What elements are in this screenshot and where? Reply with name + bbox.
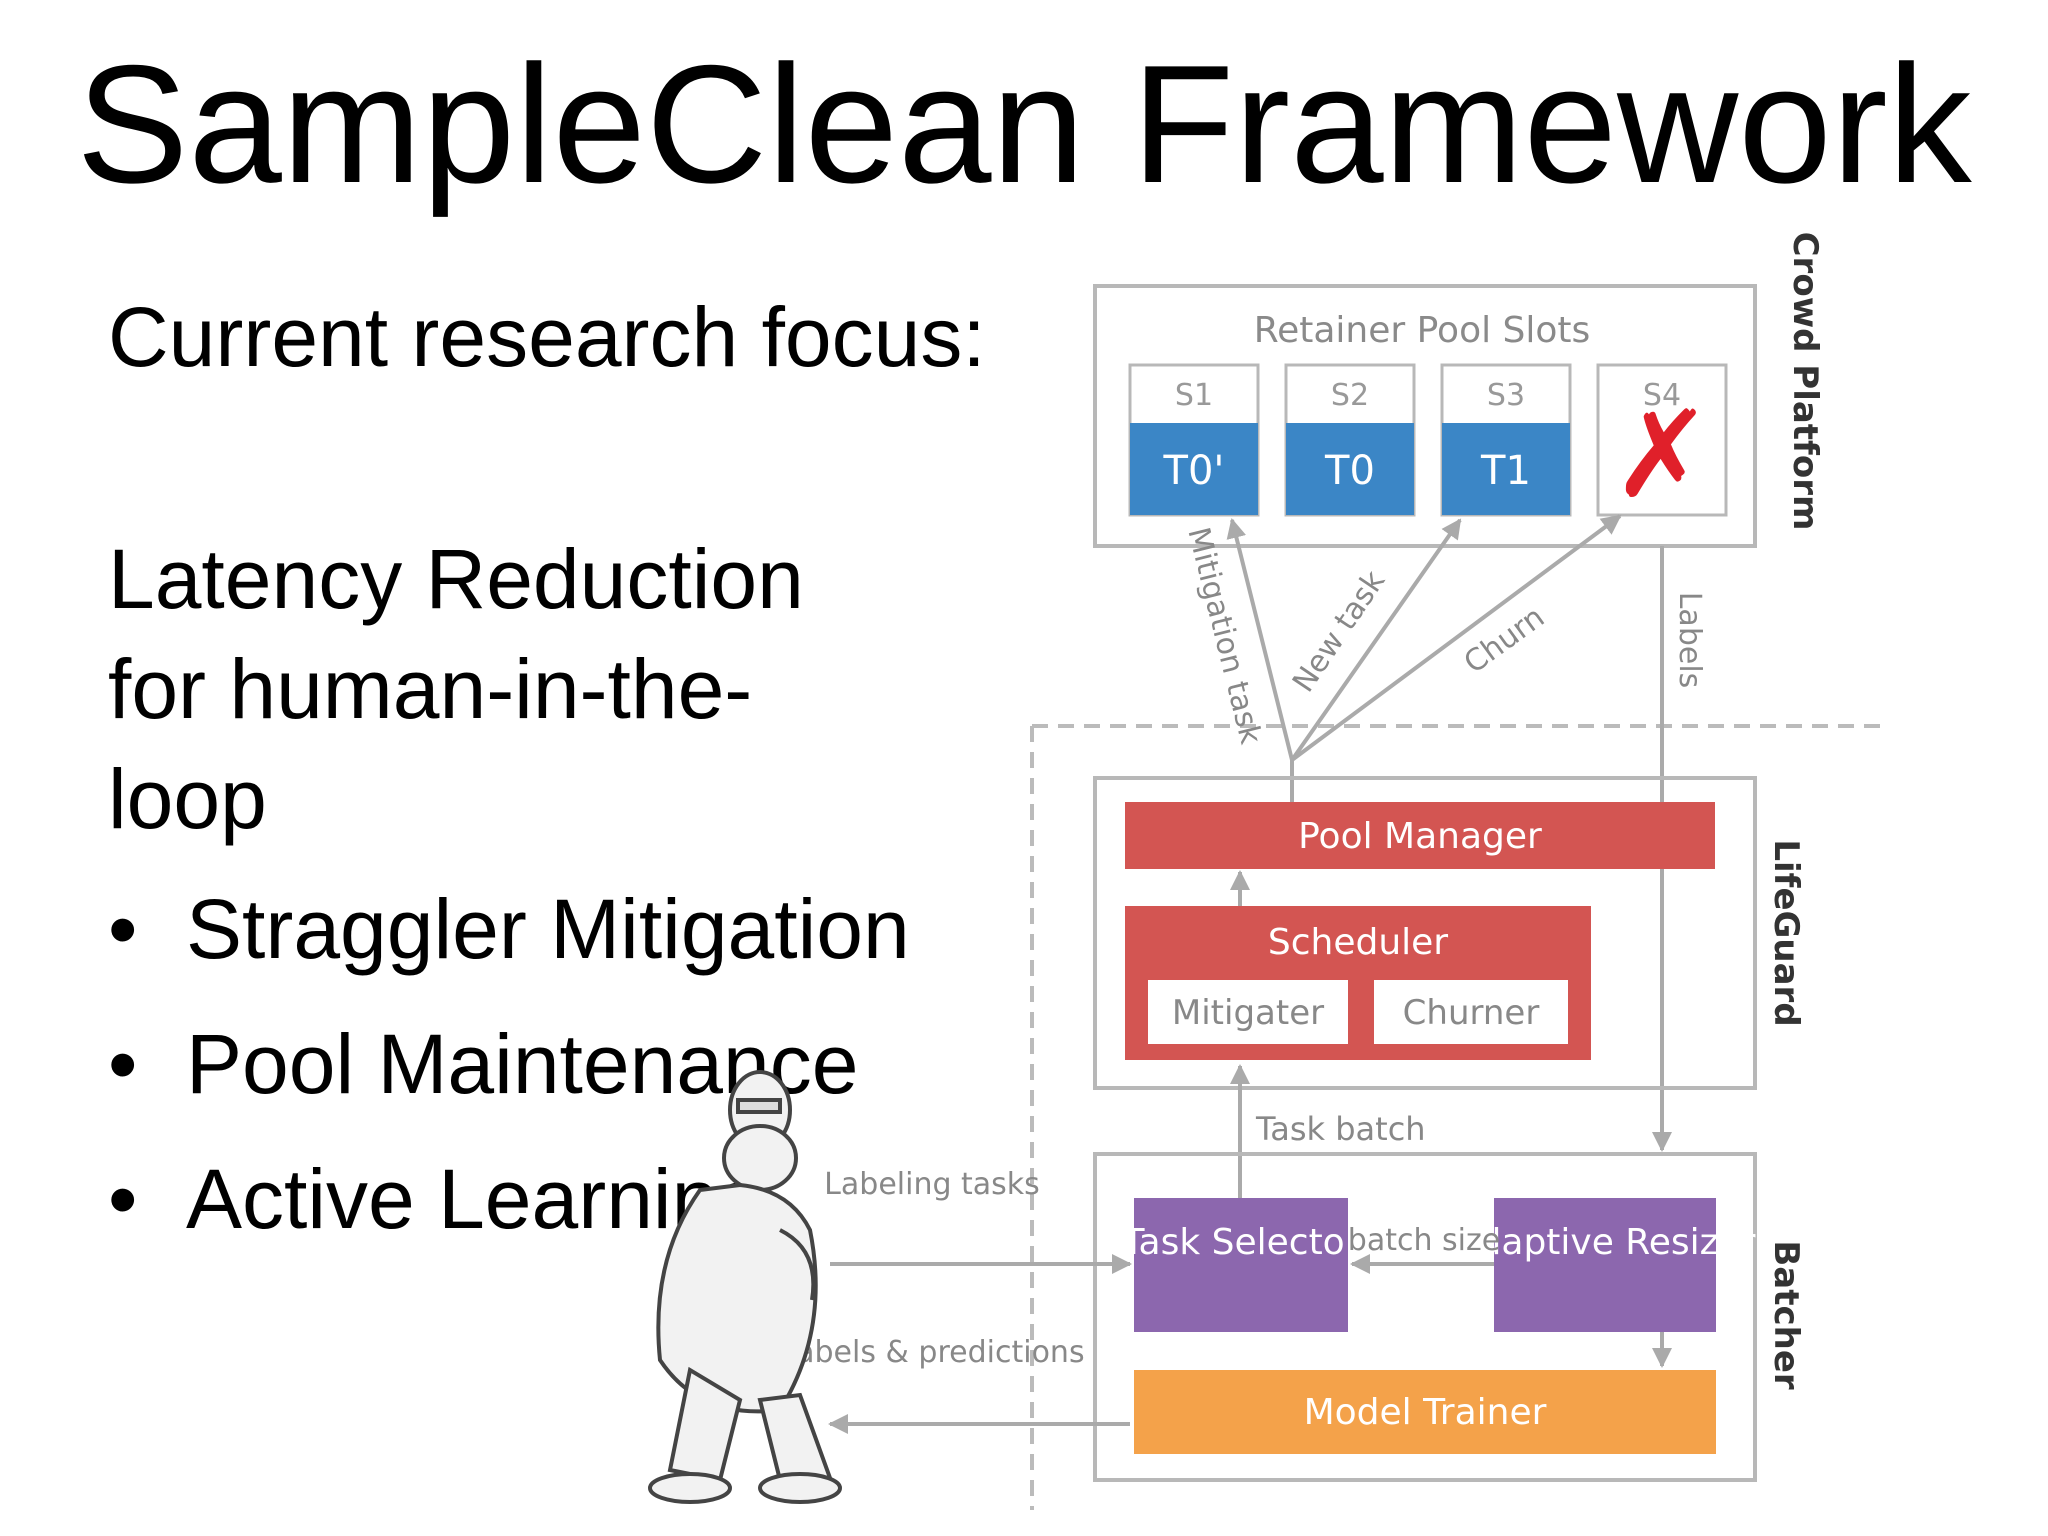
labels-predictions-label: Labels & predictions <box>779 1335 1084 1370</box>
slot-task: T1 <box>1480 448 1531 494</box>
lifeguard-label: LifeGuard <box>1766 839 1806 1026</box>
bullet-text: Active Learning <box>186 1152 766 1246</box>
batch-size-label: batch size <box>1348 1223 1500 1258</box>
model-trainer-label: Model Trainer <box>1304 1392 1547 1433</box>
slot-name: S2 <box>1331 378 1369 413</box>
bullet-item: • Active Learning <box>108 1144 910 1254</box>
slot-name: S4 <box>1643 378 1681 413</box>
bullet-text: Straggler Mitigation <box>186 882 910 976</box>
scheduler-label: Scheduler <box>1268 922 1448 963</box>
bullet-dot: • <box>108 882 138 976</box>
pool-manager-label: Pool Manager <box>1298 816 1542 857</box>
new-task-arrow <box>1290 518 1462 762</box>
new-task-label: New task <box>1286 564 1393 699</box>
batcher-label: Batcher <box>1766 1240 1806 1390</box>
slot-name: S1 <box>1175 378 1213 413</box>
slot-task: T0 <box>1324 448 1375 494</box>
bullet-list: •Straggler Mitigation •Pool Maintenance … <box>108 874 910 1279</box>
pool-manager-box <box>1125 802 1715 869</box>
task-batch-label: Task batch <box>1255 1110 1426 1148</box>
churn-arrow <box>1290 514 1622 762</box>
intro-text: Current research focus: <box>108 290 986 384</box>
batcher-frame <box>1093 1152 1757 1482</box>
crowd-platform-label: Crowd Platform <box>1785 232 1825 531</box>
mitigation-label: Mitigation task <box>1180 524 1268 748</box>
mitigation-arrow <box>1226 518 1294 761</box>
adaptive-resizer-label: Adaptive Resizer <box>1455 1222 1756 1263</box>
labels-label: Labels <box>1672 592 1707 689</box>
bullet-dot: • <box>108 1017 138 1111</box>
mitigater-label: Mitigater <box>1172 993 1324 1033</box>
churner-label: Churner <box>1403 993 1540 1033</box>
model-trainer-box <box>1134 1370 1716 1454</box>
adaptive-resizer-box <box>1494 1198 1716 1332</box>
slot-s2: S2 T0 <box>1284 363 1416 517</box>
slot-name: S3 <box>1487 378 1525 413</box>
task-selector-box <box>1134 1198 1348 1332</box>
slide-title: SampleClean Framework <box>76 30 1972 218</box>
labeling-tasks-label: Labeling tasks <box>824 1167 1040 1202</box>
bullet-item: • Straggler Mitigation <box>108 874 910 984</box>
task-selector-label: Task Selector <box>1121 1222 1359 1263</box>
topic-text: Latency Reduction for human-in-the-loop <box>108 532 804 846</box>
slot-task: T0' <box>1163 448 1225 494</box>
churner-box <box>1374 980 1568 1044</box>
mitigater-box <box>1148 980 1348 1044</box>
removed-x-icon: ✗ <box>1612 386 1713 525</box>
churn-label: Churn <box>1458 600 1551 681</box>
slot-s1: S1 T0' <box>1128 363 1260 517</box>
slot-s4: S4 ✗ <box>1596 363 1728 525</box>
crowd-platform-frame <box>1093 284 1757 548</box>
bullet-dot: • <box>108 1152 138 1246</box>
retainer-pool-label: Retainer Pool Slots <box>1254 310 1591 351</box>
person-illustration <box>648 1070 842 1504</box>
slot-s3: S3 T1 <box>1440 363 1572 517</box>
lifeguard-frame <box>1093 776 1757 1090</box>
